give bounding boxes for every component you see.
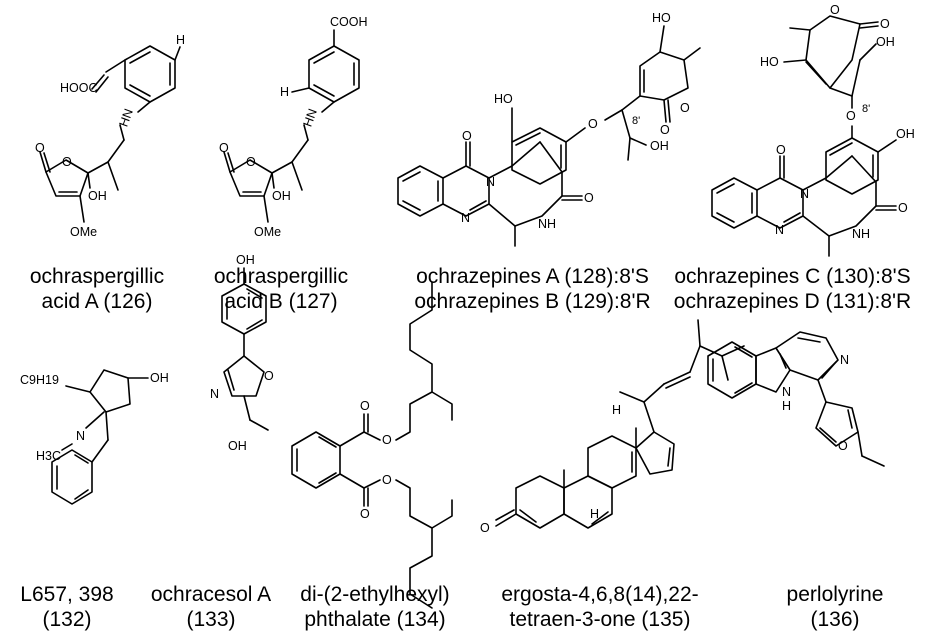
caption-126: ochraspergillic acid A (126) [12,264,182,314]
caption-line: ochrazepines C (130):8'S [674,265,911,288]
structure-126: HOOC H HN O O OH OMe [35,33,185,239]
atom-label: N [210,387,219,401]
atom-label: O [680,101,690,115]
structure-132: C9H19 OH N H3C [20,369,169,505]
caption-line: perlolyrine [786,583,884,606]
caption-line: acid B (127) [224,290,338,313]
caption-127: ochraspergillic acid B (127) [196,264,366,314]
atom-label: C9H19 [20,373,59,387]
atom-label: H [782,399,791,413]
caption-130-131: ochrazepines C (130):8'S ochrazepines D … [640,264,945,314]
atom-label: HO [494,92,513,106]
atom-label: N [76,429,85,443]
atom-label: NH [538,217,556,231]
structure-135: O H H [480,319,745,535]
atom-label: N [840,353,849,367]
atom-label: O [264,369,274,383]
atom-label: H [590,507,599,521]
atom-label: OH [896,127,915,141]
atom-label: OMe [70,225,97,239]
atom-label: O [62,155,72,169]
atom-label: OH [228,439,247,453]
caption-line: di-(2-ethylhexyl) [300,583,450,606]
atom-label: O [382,473,392,487]
atom-label: O [898,201,908,215]
atom-label: H [280,85,289,99]
structure-136: N N H O [707,331,885,467]
atom-label: HO [652,11,671,25]
atom-label: COOH [330,15,368,29]
atom-label: O [846,109,856,123]
atom-label: H [176,33,185,47]
atom-label: OH [236,253,255,267]
caption-line: ochrazepines D (131):8'R [673,290,912,313]
atom-label: H3C [36,449,61,463]
atom-label: 8' [862,103,870,115]
atom-label: N [782,385,791,399]
caption-line: ochraspergillic [213,265,349,288]
atom-label: O [880,17,890,31]
caption-136: perlolyrine (136) [760,582,910,632]
atom-label: O [360,399,370,413]
atom-label: N [800,187,809,201]
atom-label: OH [88,189,107,203]
atom-label: O [462,129,472,143]
atom-label: N [461,211,470,225]
caption-line: ochrazepines A (128):8'S [416,265,649,288]
structure-134: O O O O [291,281,453,609]
atom-label: 8' [632,115,640,127]
atom-label: NH [852,227,870,241]
structure-130-131: O O HO OH O 8' OH O N N NH O [711,3,915,257]
atom-label: OH [876,35,895,49]
atom-label: HOOC [60,81,98,95]
atom-label: O [35,141,45,155]
caption-line: (133) [186,608,236,631]
atom-label: HN [117,107,136,129]
atom-label: O [480,521,490,535]
atom-label: O [660,123,670,137]
caption-line: phthalate (134) [304,608,446,631]
caption-line: (136) [810,608,860,631]
caption-line: L657, 398 [20,583,114,606]
atom-label: HN [301,107,320,129]
atom-label: O [584,191,594,205]
caption-132: L657, 398 (132) [2,582,132,632]
caption-line: (132) [42,608,92,631]
caption-line: ochraspergillic [29,265,165,288]
atom-label: O [382,433,392,447]
structure-128-129: HO HO O 8' O O OH O N N NH O [397,11,701,247]
atom-label: OH [650,139,669,153]
caption-128-129: ochrazepines A (128):8'S ochrazepines B … [380,264,685,314]
caption-133: ochracesol A (133) [136,582,286,632]
caption-135: ergosta-4,6,8(14),22- tetraen-3-one (135… [480,582,720,632]
caption-line: ochrazepines B (129):8'R [414,290,651,313]
atom-label: O [360,507,370,521]
structure-133: OH O N OH [210,253,274,453]
atom-label: HO [760,55,779,69]
atom-label: N [486,175,495,189]
caption-line: acid A (126) [41,290,153,313]
atom-label: OMe [254,225,281,239]
caption-line: tetraen-3-one (135) [509,608,691,631]
atom-label: O [830,3,840,17]
atom-label: H [612,403,621,417]
atom-label: OH [272,189,291,203]
atom-label: N [775,223,784,237]
atom-label: O [246,155,256,169]
structure-127: COOH H HN O O OH OMe [219,15,368,239]
atom-label: O [588,117,598,131]
atom-label: O [838,439,848,453]
caption-line: ochracesol A [150,583,272,606]
atom-label: O [776,143,786,157]
atom-label: OH [150,371,169,385]
caption-134: di-(2-ethylhexyl) phthalate (134) [290,582,460,632]
caption-line: ergosta-4,6,8(14),22- [501,583,699,606]
atom-label: O [219,141,229,155]
